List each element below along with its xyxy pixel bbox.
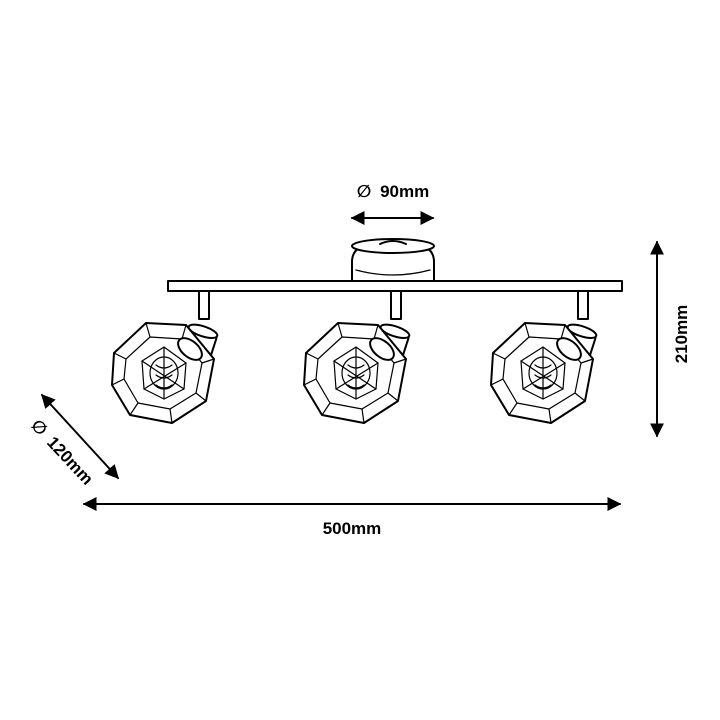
shade-diameter-label: ∅ 120mm: [27, 416, 97, 489]
ceiling-canopy: [351, 238, 435, 282]
mounting-bar: [167, 280, 623, 292]
spotlight-left: [111, 290, 220, 424]
spotlight-right: [490, 290, 599, 424]
spotlight-middle: [303, 290, 412, 424]
shade-diameter-value: 120mm: [43, 433, 97, 489]
base-diameter-value: 90mm: [380, 182, 429, 201]
width-label: 500mm: [323, 519, 382, 538]
height-label: 210mm: [672, 305, 691, 364]
base-diameter-label: ∅ 90mm: [357, 182, 429, 201]
diameter-symbol: ∅: [357, 182, 372, 201]
diameter-symbol-shade: ∅: [27, 416, 51, 440]
shade-diameter-arrow: [41, 393, 119, 480]
